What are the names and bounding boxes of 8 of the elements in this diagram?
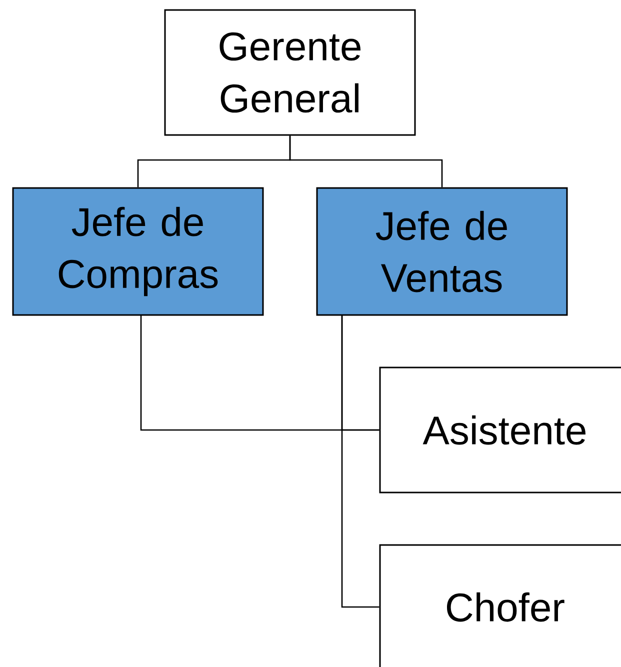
- connector-line: [140, 315, 380, 431]
- position-box: Jefe de Compras: [12, 187, 264, 316]
- position-box: Chofer: [379, 544, 621, 667]
- position-box: Gerente General: [164, 9, 416, 136]
- connector-line: [341, 315, 380, 608]
- position-box: Jefe de Ventas: [316, 187, 568, 316]
- connector-line: [289, 136, 443, 188]
- position-box: Asistente: [379, 366, 621, 494]
